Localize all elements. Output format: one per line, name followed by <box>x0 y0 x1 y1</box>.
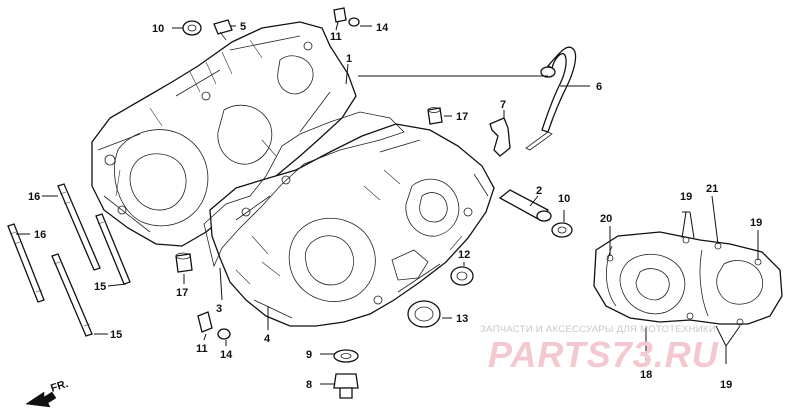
callout-10: 10 <box>558 193 570 205</box>
callout-15: 15 <box>94 281 106 293</box>
dowel-17-bottom <box>175 252 193 273</box>
washer-10-top <box>182 20 202 36</box>
callout-13: 13 <box>456 313 468 325</box>
callout-1: 1 <box>346 53 352 65</box>
callout-labels: 10 5 11 14 1 6 17 7 2 10 16 16 15 15 17 … <box>28 21 762 391</box>
oil-seal-12 <box>450 266 474 286</box>
callout-15: 15 <box>110 329 122 341</box>
callout-19: 19 <box>750 217 762 229</box>
callout-8: 8 <box>306 379 312 391</box>
dowel-bolt-11-14-top <box>333 7 360 27</box>
callout-16: 16 <box>34 229 46 241</box>
callout-20: 20 <box>600 213 612 225</box>
callout-12: 12 <box>458 249 470 261</box>
tube-2 <box>498 131 553 222</box>
callout-10: 10 <box>152 23 164 35</box>
callout-14: 14 <box>220 349 233 361</box>
crankcase-gasket <box>203 111 405 268</box>
washer-9 <box>333 349 359 363</box>
watermark-logo: PARTS73.RU <box>488 334 719 375</box>
drain-bolt-8 <box>333 373 359 399</box>
callout-2: 2 <box>536 185 542 197</box>
oil-seal-13 <box>407 300 441 328</box>
callout-17: 17 <box>176 287 188 299</box>
right-crankcase-half <box>209 123 495 327</box>
callout-17: 17 <box>456 111 468 123</box>
callout-3: 3 <box>216 303 222 315</box>
dowel-17-top <box>427 107 443 125</box>
left-crankcase-half <box>91 21 357 247</box>
leader-lines <box>16 21 759 385</box>
callout-5: 5 <box>240 21 246 33</box>
callout-11: 11 <box>330 31 342 43</box>
callout-6: 6 <box>596 81 602 93</box>
callout-14: 14 <box>376 22 389 34</box>
washer-10-right <box>551 222 573 238</box>
front-marker-label: FR. <box>49 378 70 395</box>
bolt-bottom-11-14 <box>197 311 231 340</box>
crankcase-assembly-18 <box>593 231 783 326</box>
stud-bolts <box>7 183 131 337</box>
callout-7: 7 <box>500 99 506 111</box>
bracket-7 <box>489 117 511 157</box>
callout-16: 16 <box>28 191 40 203</box>
callout-11: 11 <box>196 343 208 355</box>
watermark-tagline: ЗАПЧАСТИ И АКСЕССУАРЫ ДЛЯ МОТОТЕХНИКИ <box>480 324 716 335</box>
callout-21: 21 <box>706 183 718 195</box>
callout-9: 9 <box>306 349 312 361</box>
callout-19: 19 <box>680 191 692 203</box>
callout-19: 19 <box>720 379 732 391</box>
front-arrow-icon <box>25 391 57 408</box>
front-direction-marker: FR. <box>25 378 70 408</box>
callout-4: 4 <box>264 333 271 345</box>
callout-18: 18 <box>640 369 652 381</box>
breather-tube-6 <box>540 46 577 133</box>
bolt-5 <box>213 19 233 41</box>
